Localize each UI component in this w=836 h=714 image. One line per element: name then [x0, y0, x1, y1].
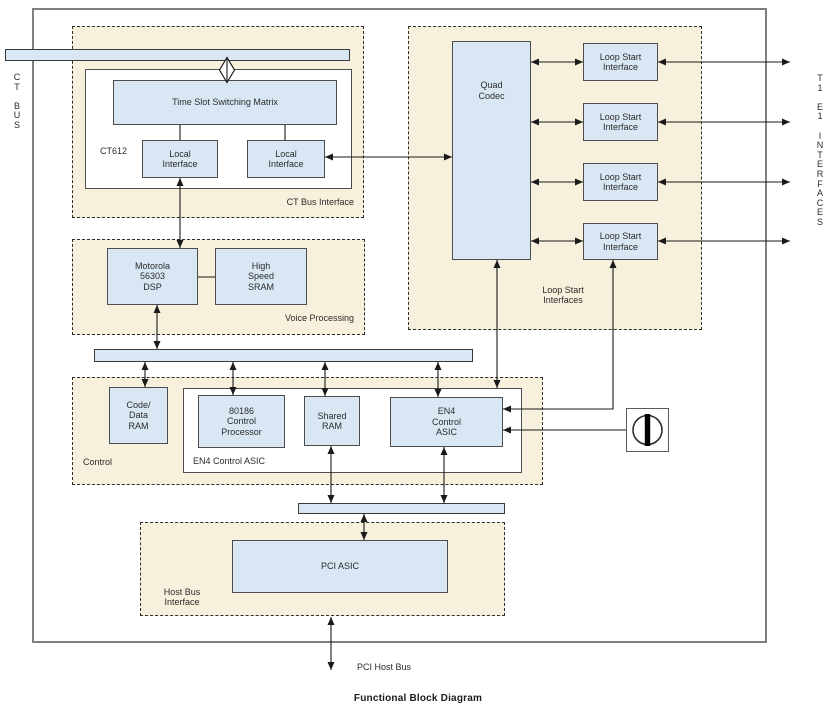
block-pci-asic: PCI ASIC [232, 540, 448, 593]
block-en4-control-asic: EN4 Control ASIC [390, 397, 503, 447]
pci-host-bus-label: PCI Host Bus [357, 662, 412, 672]
block-local-interface-1: Local Interface [142, 140, 218, 178]
region-host-bus-interface-label: Host Bus Interface [163, 587, 201, 607]
pci-local-bus-bar [298, 503, 505, 514]
group-ct612-label: CT612 [100, 146, 128, 156]
group-en4-control-asic-label: EN4 Control ASIC [193, 456, 266, 466]
diagram-title: Functional Block Diagram [353, 693, 483, 704]
region-control-label: Control [83, 457, 113, 467]
block-motorola-56303-dsp: Motorola 56303 DSP [107, 248, 198, 305]
block-shared-ram: Shared RAM [304, 396, 360, 446]
ct-bus-label: C T B U S [13, 72, 21, 130]
region-ct-bus-interface-label: CT Bus Interface [286, 197, 354, 207]
block-loop-start-interface-2: Loop Start Interface [583, 103, 658, 141]
block-quad-codec: Quad Codec [452, 41, 531, 260]
block-high-speed-sram: High Speed SRAM [215, 248, 307, 305]
block-time-slot-switching-matrix: Time Slot Switching Matrix [113, 80, 337, 125]
block-local-interface-2: Local Interface [247, 140, 325, 178]
region-voice-processing-label: Voice Processing [284, 313, 354, 323]
block-loop-start-interface-4: Loop Start Interface [583, 223, 658, 260]
region-loop-start-interfaces-label: Loop Start Interfaces [542, 285, 584, 305]
ct-bus-bar [5, 49, 350, 61]
block-80186-control-processor: 80186 Control Processor [198, 395, 285, 448]
t1-e1-interfaces-label: T 1 E 1 I N T E R F A C E S [816, 73, 824, 227]
block-code-data-ram: Code/ Data RAM [109, 387, 168, 444]
block-loop-start-interface-3: Loop Start Interface [583, 163, 658, 201]
clock-oscillator-icon [626, 408, 669, 452]
block-loop-start-interface-1: Loop Start Interface [583, 43, 658, 81]
internal-bus-bar [94, 349, 473, 362]
